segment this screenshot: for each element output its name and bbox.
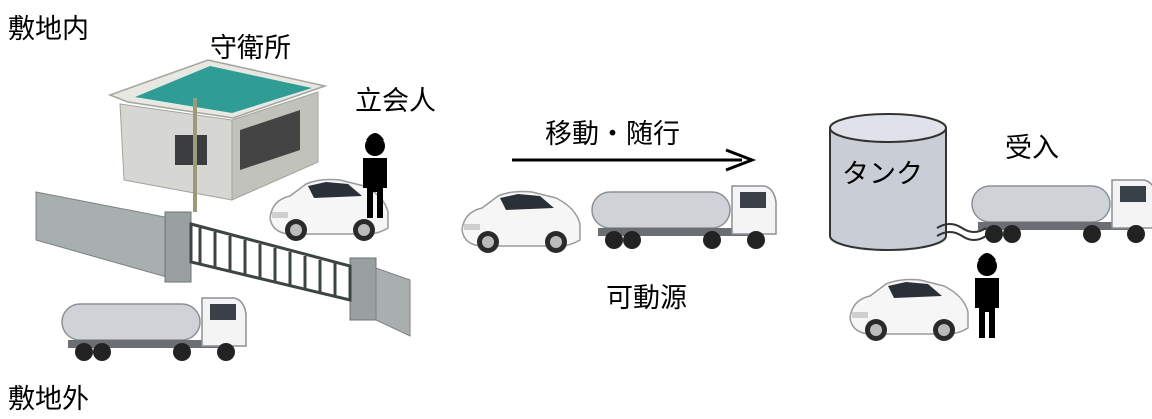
tanker-truck-icon [971, 179, 1152, 244]
move-follow-label: 移動・随行 [545, 119, 680, 150]
mobile-source-label: 可動源 [606, 283, 687, 314]
receiving-label: 受入 [1005, 133, 1059, 164]
tanker-truck-icon [591, 185, 777, 250]
guard-house-icon [107, 59, 328, 201]
car-icon [461, 190, 581, 254]
storage-tank-icon [829, 113, 947, 251]
witness-label: 立会人 [355, 86, 436, 117]
gate-icon [35, 98, 411, 337]
person-icon [975, 253, 999, 338]
tanker-truck-icon [61, 297, 247, 362]
tank-label: タンク [842, 159, 923, 190]
guard-house-label: 守衛所 [210, 33, 291, 64]
outside-premises-label: 敷地外 [8, 384, 89, 415]
arrow-right-icon [512, 148, 757, 172]
hose-icon [936, 223, 987, 241]
car-icon [849, 278, 969, 342]
inside-premises-label: 敷地内 [8, 14, 89, 45]
